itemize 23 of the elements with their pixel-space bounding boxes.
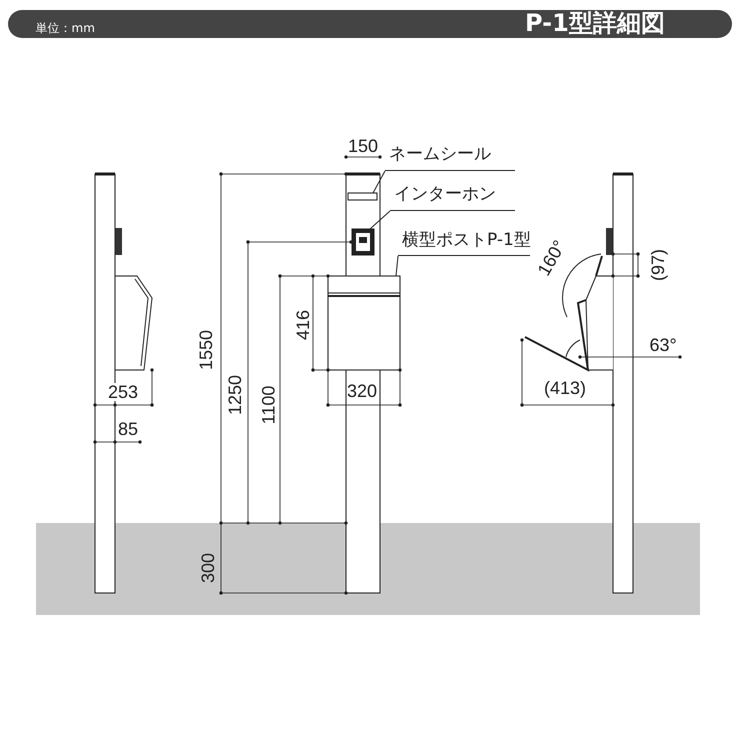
mailbox-drawing (328, 276, 400, 370)
dimension-label: 1100 (258, 386, 277, 424)
unit-note: 単位：mm (36, 22, 95, 34)
dimension-label: 85 (118, 420, 138, 438)
mailbox-label: 横型ポストP-1型 (398, 232, 530, 256)
leader-line (396, 256, 398, 276)
intercom-label: インターホン (390, 186, 515, 211)
dimension-label: 1250 (226, 374, 244, 416)
dimension-label: 253 (108, 383, 138, 401)
dimension-label: (97) (649, 249, 667, 281)
dimension-label: 150 (348, 137, 378, 155)
name-plate-label: ネームシール (385, 146, 515, 171)
dimension-label: 300 (199, 552, 218, 584)
angle-label: 63° (650, 336, 677, 354)
title: P-1型詳細図 (525, 11, 665, 35)
intercom-drawing (352, 228, 374, 256)
dimension-label: 320 (347, 382, 378, 400)
name-plate (348, 192, 378, 200)
dimension-label: 1550 (197, 330, 216, 370)
leader-line (372, 170, 386, 194)
leader-line (370, 210, 390, 230)
dimension-label: (413) (544, 379, 586, 397)
dimension-label: 416 (294, 310, 312, 340)
